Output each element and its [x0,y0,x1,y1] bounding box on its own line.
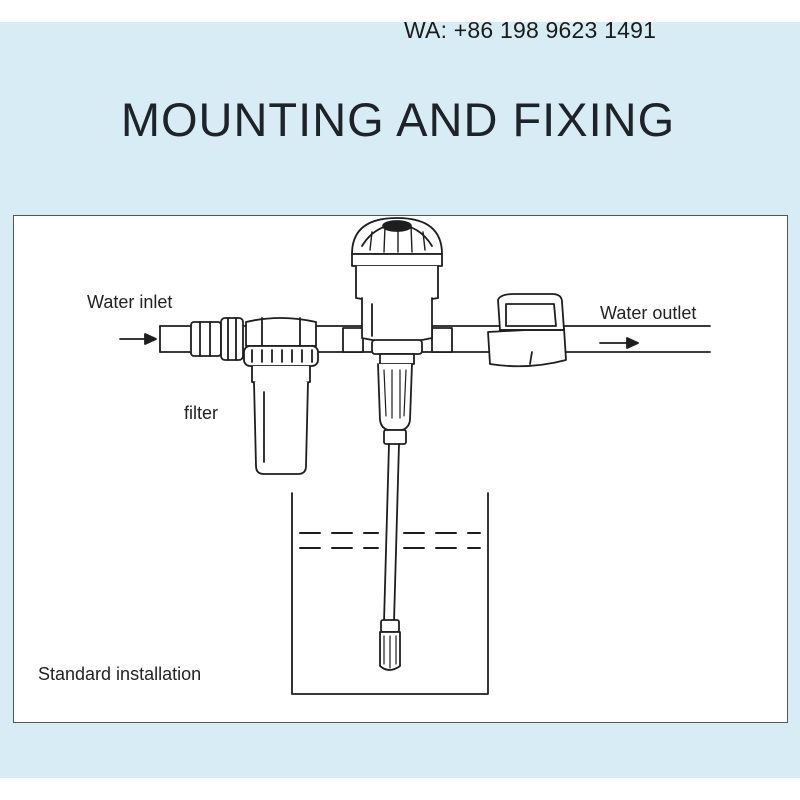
bottom-white-strip [0,778,800,800]
foot-filter-icon [379,619,401,671]
water-outlet-label: Water outlet [600,303,697,323]
inlet-fitting [190,317,244,361]
page-title: MOUNTING AND FIXING [120,93,676,146]
outlet-arrow-icon [599,337,639,349]
filter-icon [243,317,319,475]
water-meter-icon [487,293,567,368]
suction-hose [383,443,400,623]
inlet-arrow-icon [119,333,157,345]
solution-container [291,492,489,695]
standard-installation-label: Standard installation [38,664,202,684]
dosing-pump-icon [342,217,453,445]
contact-number: WA: +86 198 9623 1491 [404,17,657,43]
filter-label: filter [184,403,219,423]
top-white-strip [0,0,800,22]
water-inlet-label: Water inlet [87,292,173,312]
